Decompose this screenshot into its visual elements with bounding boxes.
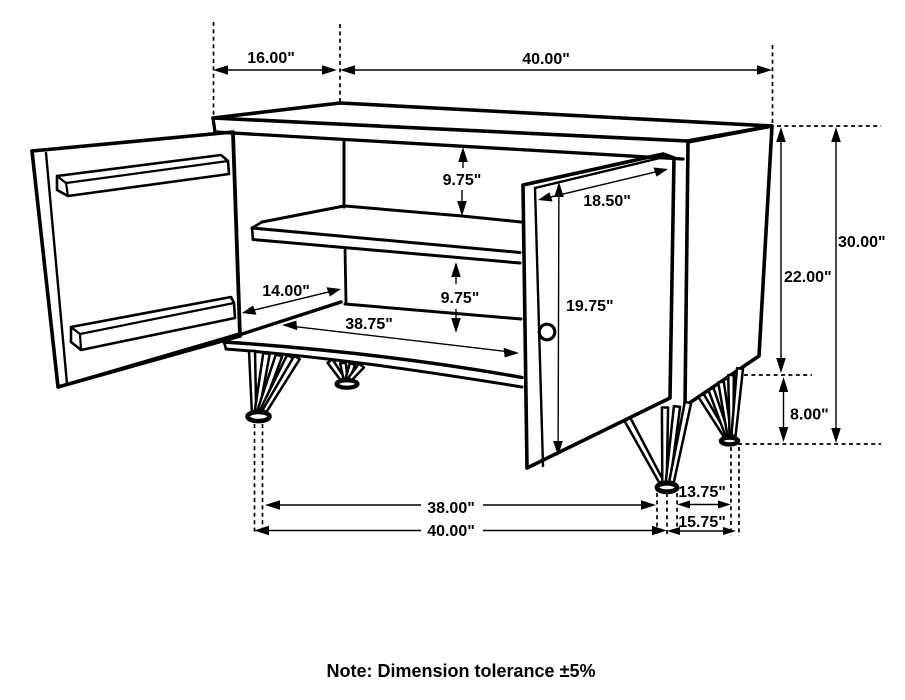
svg-text:19.75": 19.75" (566, 298, 614, 315)
svg-text:16.00": 16.00" (247, 50, 295, 67)
svg-text:40.00": 40.00" (522, 51, 570, 68)
svg-text:18.50": 18.50" (583, 193, 631, 210)
svg-text:13.75": 13.75" (678, 484, 726, 501)
svg-text:8.00": 8.00" (790, 407, 829, 424)
svg-text:Note: Dimension tolerance ±5%: Note: Dimension tolerance ±5% (327, 661, 596, 681)
svg-text:38.00": 38.00" (427, 500, 475, 517)
svg-text:22.00": 22.00" (784, 269, 832, 286)
svg-text:9.75": 9.75" (441, 290, 480, 307)
svg-text:30.00": 30.00" (838, 234, 886, 251)
svg-text:14.00": 14.00" (262, 283, 310, 300)
svg-text:15.75": 15.75" (678, 514, 726, 531)
svg-text:40.00": 40.00" (427, 523, 475, 540)
svg-text:38.75": 38.75" (345, 316, 393, 333)
svg-text:9.75": 9.75" (443, 172, 482, 189)
